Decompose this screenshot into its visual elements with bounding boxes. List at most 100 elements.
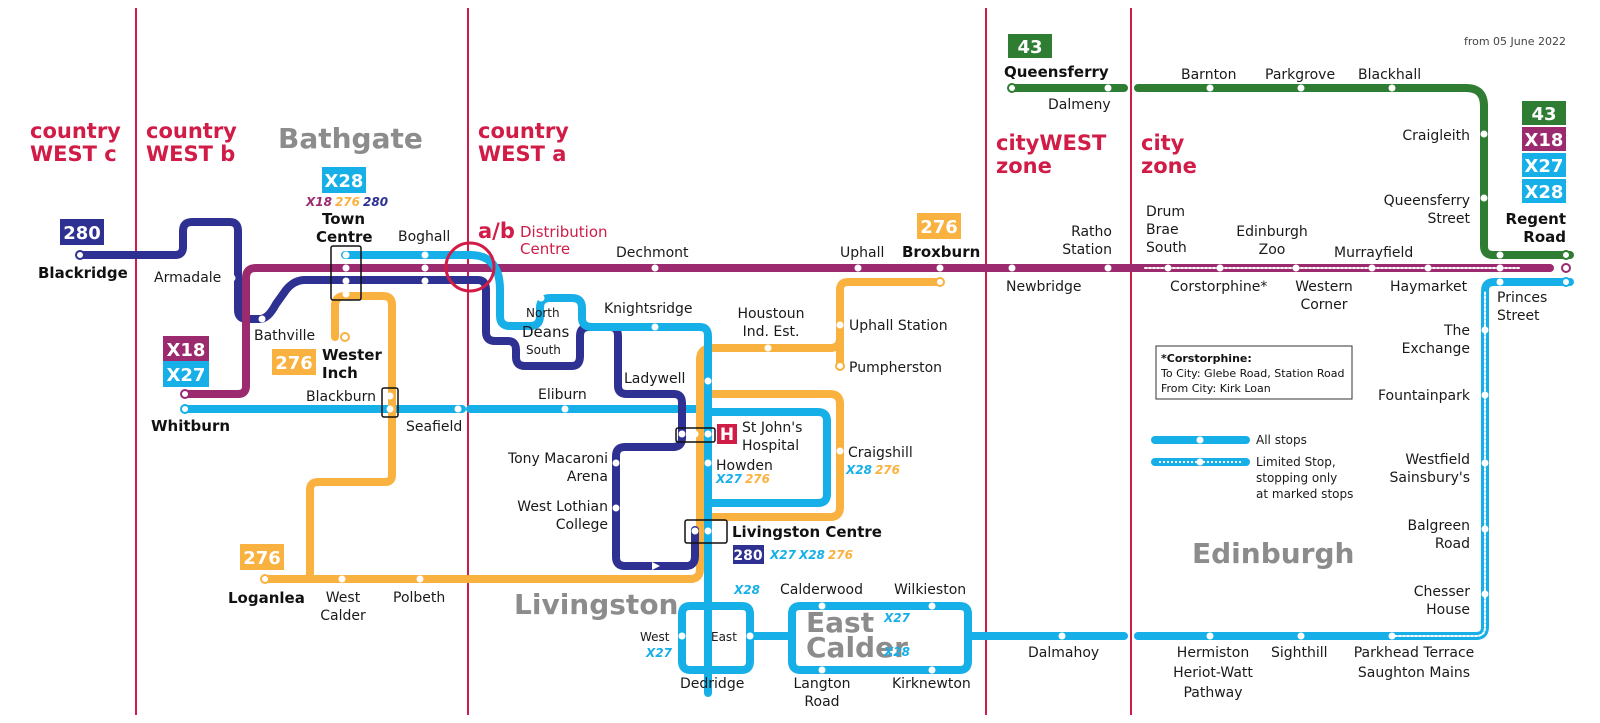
route-badges: 280 X28 X18 X27 276 276 276 43 xyxy=(60,34,1566,570)
svg-text:280: 280 xyxy=(63,223,101,244)
route-cyan-calder xyxy=(746,602,1128,674)
badge-43-queensferry: 43 xyxy=(1008,34,1052,58)
stop-dalmeny: Dalmeny xyxy=(1048,97,1111,113)
stop-blackridge: Blackridge xyxy=(38,264,128,282)
badge-x28-town-centre: X28 xyxy=(322,167,366,193)
stop-dots xyxy=(75,83,1571,674)
stop-bathville: Bathville xyxy=(254,328,315,344)
town-bathgate: Bathgate xyxy=(278,122,423,155)
badge-x18-whitburn: X18 xyxy=(163,336,209,362)
stop-loganlea: Loganlea xyxy=(228,589,305,607)
svg-text:43: 43 xyxy=(1017,37,1042,58)
stop-ladywell: Ladywell xyxy=(624,371,685,387)
stop-newbridge: Newbridge xyxy=(1006,279,1081,295)
stop-craigshill: Craigshill xyxy=(848,445,913,461)
route-cyan-x28 xyxy=(341,251,712,697)
route-label-dedridge-west: X27 xyxy=(645,646,673,660)
stop-polbeth: Polbeth xyxy=(393,590,445,606)
svg-text:X18: X18 xyxy=(167,340,206,361)
svg-text:276: 276 xyxy=(275,353,313,374)
route-orange-craigshill xyxy=(696,390,844,521)
svg-text:From City: Kirk Loan: From City: Kirk Loan xyxy=(1161,382,1271,395)
stop-murrayfield: Murrayfield xyxy=(1334,245,1413,261)
badge-x27-whitburn: X27 xyxy=(163,361,209,387)
badge-43-regent-road: 43 xyxy=(1522,101,1566,125)
badge-x28-regent-road: X28 xyxy=(1522,179,1566,203)
stop-eliburn: Eliburn xyxy=(538,387,587,403)
stop-dalmahoy: Dalmahoy xyxy=(1028,645,1099,661)
svg-text:X27: X27 xyxy=(167,365,206,386)
stop-east: East xyxy=(711,630,737,644)
stop-armadale: Armadale xyxy=(154,270,221,286)
stop-north: North xyxy=(526,306,560,320)
interchange-boxes xyxy=(330,245,728,544)
stop-queensferry: Queensferry xyxy=(1004,63,1109,81)
stop-whitburn: Whitburn xyxy=(151,417,230,435)
stop-dedridge: Dedridge xyxy=(680,676,744,692)
svg-text:H: H xyxy=(720,425,734,445)
svg-text:All stops: All stops xyxy=(1256,433,1307,447)
route-cyan-limited-dashes xyxy=(1394,290,1486,637)
svg-text:X27: X27 xyxy=(1525,156,1564,177)
stop-knightsridge: Knightsridge xyxy=(604,301,693,317)
stop-parkgrove: Parkgrove xyxy=(1265,67,1335,83)
stop-sighthill: Sighthill xyxy=(1271,645,1328,661)
legend-all-stops: All stops xyxy=(1151,433,1307,447)
corstorphine-note: *Corstorphine: To City: Glebe Road, Stat… xyxy=(1155,345,1353,400)
svg-text:276: 276 xyxy=(920,217,958,238)
stop-uphall-station: Uphall Station xyxy=(849,318,948,334)
route-cyan-howden-loop xyxy=(704,408,831,507)
stop-barnton: Barnton xyxy=(1181,67,1237,83)
stop-seafield: Seafield xyxy=(406,419,462,435)
stop-broxburn: Broxburn xyxy=(902,243,980,261)
hospital-icon: H xyxy=(717,424,737,445)
svg-text:*Corstorphine:: *Corstorphine: xyxy=(1161,352,1252,365)
town-livingston: Livingston xyxy=(514,588,679,621)
svg-text:X18: X18 xyxy=(1525,130,1564,151)
stop-kirknewton: Kirknewton xyxy=(892,676,971,692)
svg-text:X28: X28 xyxy=(1525,182,1564,203)
svg-text:280: 280 xyxy=(733,548,762,564)
badge-x18-regent-road: X18 xyxy=(1522,127,1566,151)
town-edinburgh: Edinburgh xyxy=(1192,537,1354,570)
badge-276-wester-inch: 276 xyxy=(272,349,316,375)
stop-calderwood: Calderwood xyxy=(780,582,863,598)
svg-text:276: 276 xyxy=(243,548,281,569)
svg-text:a/b: a/b xyxy=(478,219,515,243)
stop-labels: Blackridge Armadale Bathville Whitburn T… xyxy=(38,63,1566,710)
route-label-calder-lower: X28 xyxy=(883,645,910,659)
date-note: from 05 June 2022 xyxy=(1464,35,1566,48)
distribution-centre-ring xyxy=(444,241,496,293)
stop-pumpherston: Pumpherston xyxy=(849,360,942,376)
route-navy-280 xyxy=(76,218,699,570)
badge-280-blackridge: 280 xyxy=(60,219,104,245)
route-label-calder-upper: X27 xyxy=(883,611,911,625)
stop-corstorphine: Corstorphine* xyxy=(1170,279,1267,295)
